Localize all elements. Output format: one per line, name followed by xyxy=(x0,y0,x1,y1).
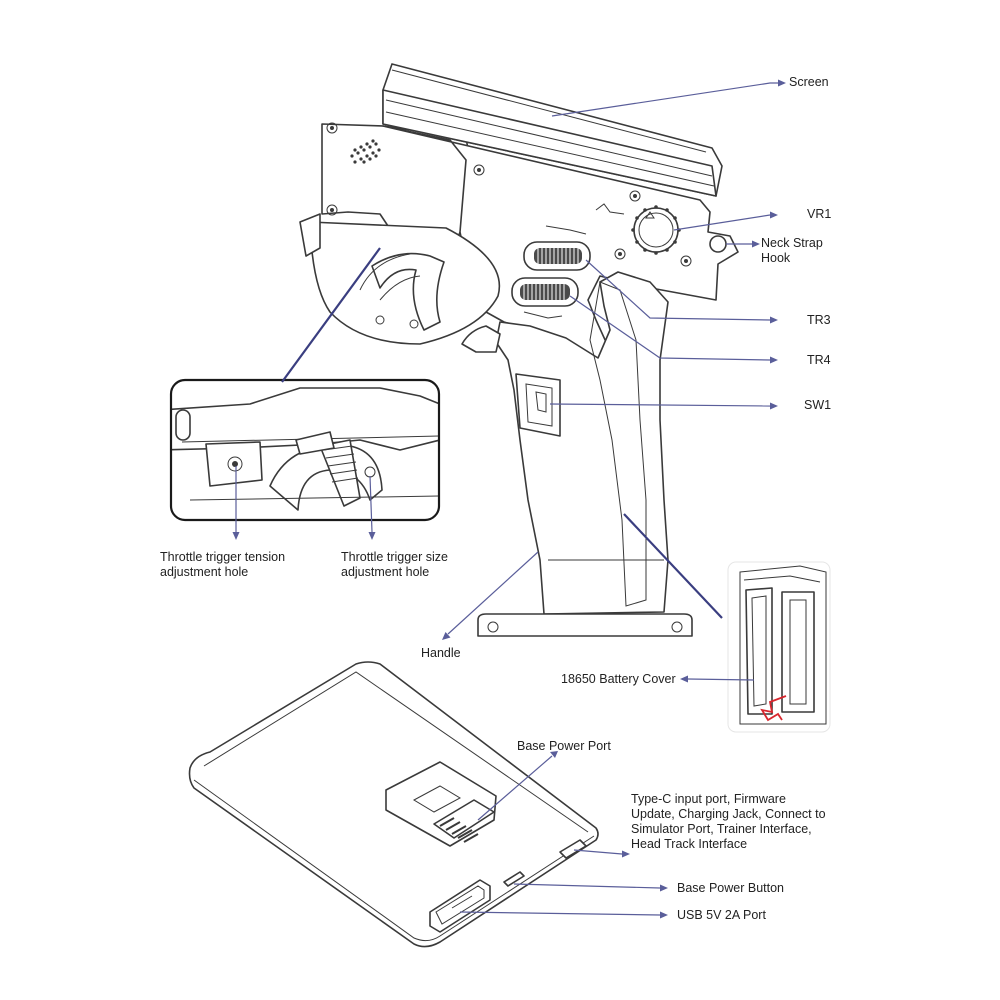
label-base-power-port: Base Power Port xyxy=(517,739,611,753)
label-typec-line4: Head Track Interface xyxy=(631,837,748,851)
label-battery-cover: 18650 Battery Cover xyxy=(561,672,676,686)
tr4-wheel xyxy=(511,277,579,319)
label-tr3: TR3 xyxy=(807,313,831,327)
label-typec-line2: Update, Charging Jack, Connect to xyxy=(631,807,826,821)
label-size-hole-line1: Throttle trigger size xyxy=(341,550,448,564)
leader-lines xyxy=(232,79,786,919)
label-tension-hole-line1: Throttle trigger tension xyxy=(160,550,286,564)
base-power-port-part xyxy=(385,761,497,847)
label-usb-port: USB 5V 2A Port xyxy=(677,908,766,922)
label-tension-hole-line2: adjustment hole xyxy=(160,565,249,579)
label-base-power-button: Base Power Button xyxy=(677,881,785,895)
label-sw1: SW1 xyxy=(804,398,832,412)
base-power-bank xyxy=(188,661,599,948)
label-typec-line1: Type-C input port, Firmware xyxy=(631,792,786,806)
label-handle: Handle xyxy=(421,646,461,660)
label-typec-line3: Simulator Port, Trainer Interface, xyxy=(631,822,812,836)
label-tr4: TR4 xyxy=(807,353,831,367)
sw1-switch xyxy=(515,373,561,437)
trigger-zoom-inset xyxy=(169,378,441,522)
battery-cover-inset xyxy=(727,561,831,733)
vr1-knob xyxy=(595,203,681,255)
label-vr1: VR1 xyxy=(807,207,832,221)
screen-part xyxy=(382,63,723,197)
tr3-wheel xyxy=(523,225,591,271)
transmitter-body xyxy=(299,63,739,637)
speaker-grille xyxy=(350,139,381,164)
label-size-hole-line2: adjustment hole xyxy=(341,565,430,579)
neck-strap-hook-part xyxy=(709,235,727,253)
label-neck-strap-hook-line1: Neck Strap xyxy=(761,236,823,250)
label-neck-strap-hook-line2: Hook xyxy=(761,251,791,265)
label-screen: Screen xyxy=(789,75,829,89)
